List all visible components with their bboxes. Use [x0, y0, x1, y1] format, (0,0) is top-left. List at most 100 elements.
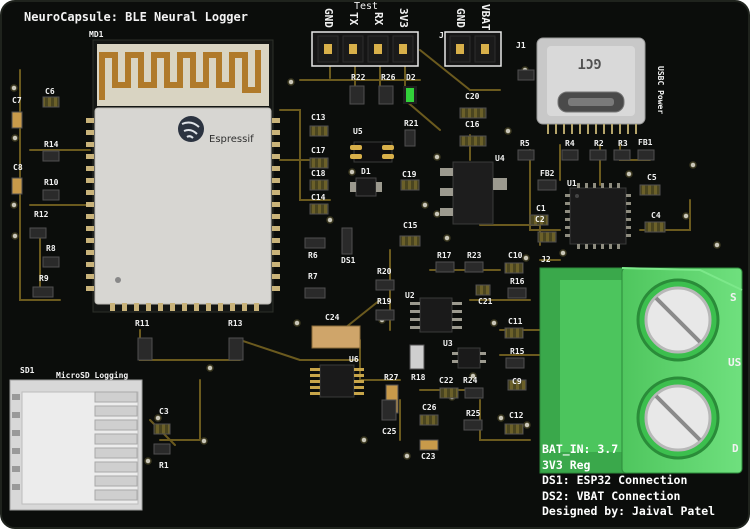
board-notes: BAT_IN: 3.7 3V3 Reg DS1: ESP32 Connectio…: [542, 442, 747, 520]
led-d2: [403, 86, 417, 104]
ref-c2: C2: [535, 215, 545, 224]
test-header-pins: [311, 31, 419, 67]
board-title: NeuroCapsule: BLE Neural Logger: [24, 10, 248, 24]
usbc-power-label: USBC Power: [656, 66, 665, 115]
ref-c26: C26: [422, 403, 437, 412]
batt-header-ref: J: [439, 31, 444, 40]
ref-c7: C7: [12, 96, 22, 105]
ref-d1: D1: [361, 167, 371, 176]
ref-c20: C20: [465, 92, 480, 101]
ref-c23: C23: [421, 452, 436, 461]
ref-r18: R18: [411, 373, 426, 382]
ref-r17: R17: [437, 251, 452, 260]
ref-u1: U1: [567, 179, 577, 188]
ref-u3: U3: [443, 339, 453, 348]
ref-r15: R15: [510, 347, 525, 356]
test-header-title: Test: [354, 1, 379, 12]
ref-r5: R5: [520, 139, 530, 148]
ref-r11: R11: [135, 319, 150, 328]
ic-u3: [452, 347, 486, 369]
ref-c8: C8: [13, 163, 23, 172]
ref-u6: U6: [349, 355, 359, 364]
note-designer: Designed by: Jaival Patel: [542, 504, 716, 518]
regulator-u4: [440, 161, 507, 225]
edge-label-us: US: [728, 356, 742, 369]
ic-u1: [565, 183, 631, 249]
ref-c16: C16: [465, 120, 480, 129]
sd1-ref: SD1: [20, 366, 35, 375]
esp32-module-md1: [86, 39, 280, 313]
diode-d1: [350, 177, 382, 197]
ref-r20: R20: [377, 267, 392, 276]
edge-label-s: S: [730, 291, 737, 304]
ref-c4: C4: [651, 211, 661, 220]
j1-ref: J1: [516, 41, 526, 50]
ref-fb1: FB1: [638, 138, 653, 147]
ref-c11: C11: [508, 317, 523, 326]
ref-r14: R14: [44, 140, 59, 149]
sd1-label: MicroSD Logging: [56, 371, 129, 380]
ref-r22: R22: [351, 73, 366, 82]
battery-header-pins: [444, 31, 502, 67]
edge-label-d: D: [732, 442, 739, 455]
ref-u2: U2: [405, 291, 415, 300]
microsd-socket: [9, 379, 143, 511]
ref-c25: C25: [382, 427, 397, 436]
ref-c1: C1: [536, 204, 546, 213]
ref-r2: R2: [594, 139, 604, 148]
ref-u5: U5: [353, 127, 363, 136]
ic-u2: [410, 297, 462, 333]
note-ds1: DS1: ESP32 Connection: [542, 473, 688, 487]
ref-r7: R7: [308, 272, 318, 281]
ref-c12: C12: [509, 411, 524, 420]
test-pin-rx: RX: [372, 12, 385, 26]
test-pin-gnd: GND: [322, 8, 335, 28]
note-bat-in: BAT_IN: 3.7: [542, 442, 619, 456]
ref-r26: R26: [381, 73, 396, 82]
test-pin-3v3: 3V3: [397, 8, 410, 28]
ref-r3: R3: [618, 139, 628, 148]
ref-d2: D2: [406, 73, 416, 82]
ref-r8: R8: [46, 244, 56, 253]
ref-c18: C18: [311, 169, 326, 178]
ref-c21: C21: [478, 297, 493, 306]
note-3v3-reg: 3V3 Reg: [542, 457, 591, 472]
ref-r23: R23: [467, 251, 482, 260]
md1-ref: MD1: [89, 30, 104, 39]
ref-r21: R21: [404, 119, 419, 128]
ref-c3: C3: [159, 407, 169, 416]
ref-r12: R12: [34, 210, 49, 219]
j2-ref: J2: [541, 255, 551, 264]
ref-c17: C17: [311, 146, 326, 155]
ref-r10: R10: [44, 178, 59, 187]
ref-c5: C5: [647, 173, 657, 182]
usbc-shell-text: GCT: [578, 55, 602, 70]
ref-r19: R19: [377, 297, 392, 306]
ref-c14: C14: [311, 193, 326, 202]
capacitor-c24: [311, 325, 361, 349]
ref-r25: R25: [466, 409, 481, 418]
ic-u6: [310, 364, 364, 398]
ref-c10: C10: [508, 251, 523, 260]
ref-c9: C9: [512, 377, 522, 386]
ref-r13: R13: [228, 319, 243, 328]
espressif-brand: Espressif: [209, 134, 254, 145]
ref-r16: R16: [510, 277, 525, 286]
ref-c15: C15: [403, 221, 418, 230]
ref-r1: R1: [159, 461, 169, 470]
ref-r9: R9: [39, 274, 49, 283]
ref-r6: R6: [308, 251, 318, 260]
test-pin-tx: TX: [347, 12, 360, 26]
ref-r24: R24: [463, 376, 478, 385]
smd-passives: [11, 69, 666, 455]
batt-pin-gnd: GND: [454, 8, 467, 28]
batt-pin-vbat: VBAT: [479, 4, 492, 31]
ref-c22: C22: [439, 376, 454, 385]
terminal-block-j2: [539, 267, 743, 474]
ref-u4: U4: [495, 154, 505, 163]
ic-u5: [350, 141, 394, 163]
usbc-connector: [536, 37, 646, 134]
ref-c13: C13: [311, 113, 326, 122]
note-ds2: DS2: VBAT Connection: [542, 488, 681, 503]
ref-fb2: FB2: [540, 169, 555, 178]
